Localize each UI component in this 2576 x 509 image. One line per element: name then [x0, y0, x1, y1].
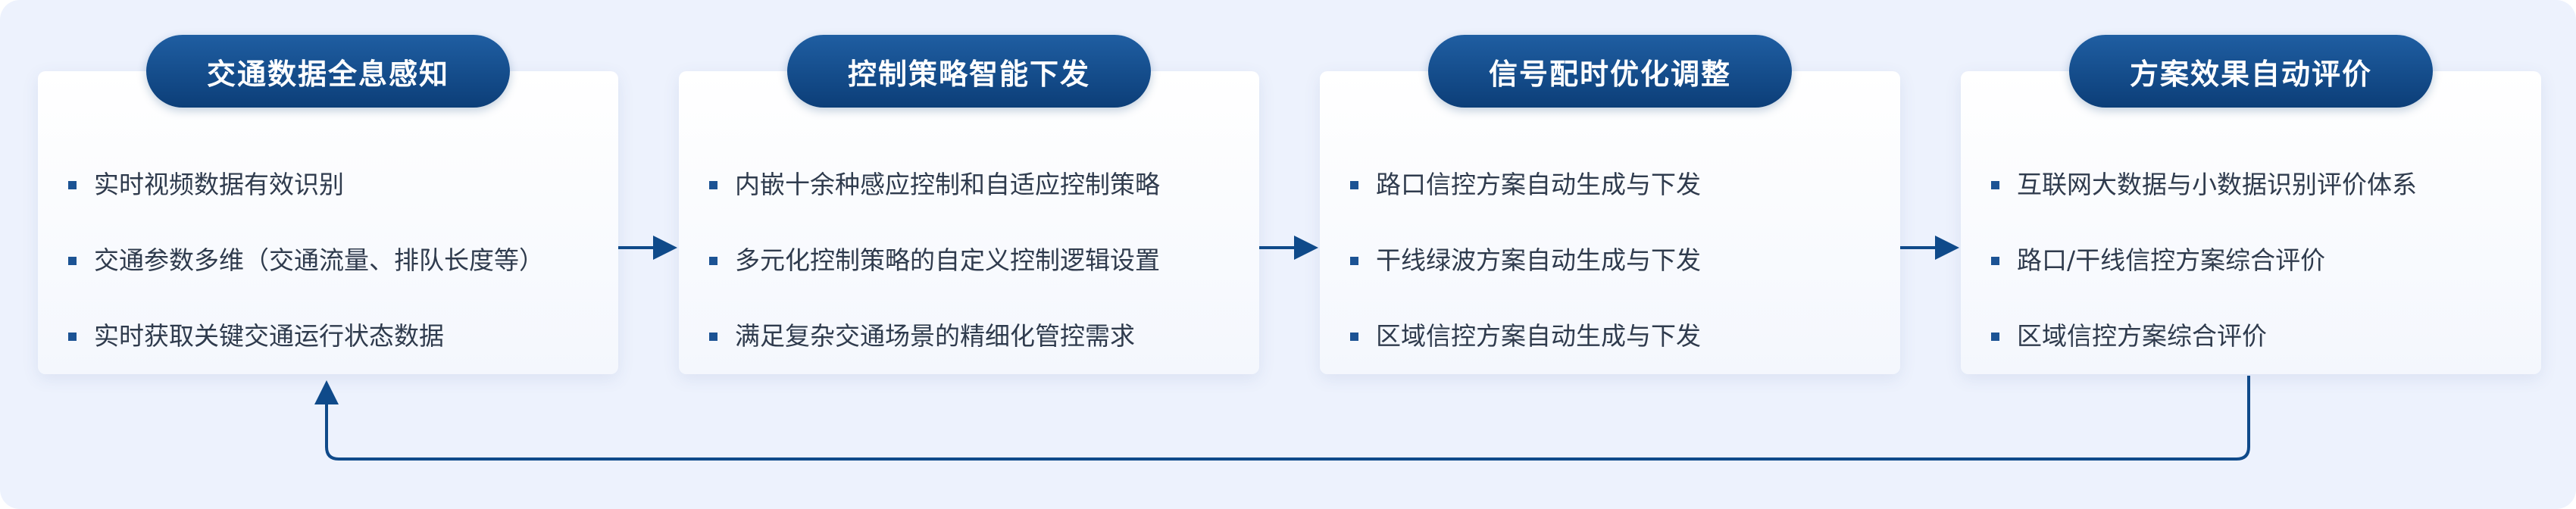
list-item: 路口/干线信控方案综合评价 [1991, 223, 2417, 298]
bullet-square-icon [68, 257, 77, 265]
bullet-square-icon [1991, 181, 1999, 189]
bullet-text: 满足复杂交通场景的精细化管控需求 [735, 321, 1135, 351]
bullet-square-icon [1350, 181, 1358, 189]
stage-bullet-list: 互联网大数据与小数据识别评价体系 路口/干线信控方案综合评价 区域信控方案综合评… [1991, 147, 2417, 374]
bullet-square-icon [709, 333, 717, 341]
list-item: 干线绿波方案自动生成与下发 [1350, 223, 1701, 298]
bullet-text: 区域信控方案综合评价 [2017, 321, 2267, 351]
stage-title-strategy: 控制策略智能下发 [787, 35, 1151, 108]
bullet-text: 区域信控方案自动生成与下发 [1376, 321, 1701, 351]
list-item: 交通参数多维（交通流量、排队长度等） [68, 223, 544, 298]
bullet-square-icon [709, 257, 717, 265]
bullet-square-icon [68, 333, 77, 341]
bullet-text: 实时视频数据有效识别 [94, 170, 344, 199]
list-item: 多元化控制策略的自定义控制逻辑设置 [709, 223, 1160, 298]
feedback-loop-arrow [314, 376, 2250, 461]
stage-bullet-list: 路口信控方案自动生成与下发 干线绿波方案自动生成与下发 区域信控方案自动生成与下… [1350, 147, 1701, 374]
stage-card-strategy: 内嵌十余种感应控制和自适应控制策略 多元化控制策略的自定义控制逻辑设置 满足复杂… [679, 71, 1259, 374]
bullet-square-icon [1991, 333, 1999, 341]
list-item: 区域信控方案综合评价 [1991, 298, 2417, 374]
list-item: 内嵌十余种感应控制和自适应控制策略 [709, 147, 1160, 223]
list-item: 实时视频数据有效识别 [68, 147, 544, 223]
list-item: 互联网大数据与小数据识别评价体系 [1991, 147, 2417, 223]
bullet-text: 路口/干线信控方案综合评价 [2017, 245, 2326, 275]
bullet-text: 路口信控方案自动生成与下发 [1376, 170, 1701, 199]
bullet-text: 内嵌十余种感应控制和自适应控制策略 [735, 170, 1160, 199]
stage-card-timing: 路口信控方案自动生成与下发 干线绿波方案自动生成与下发 区域信控方案自动生成与下… [1320, 71, 1900, 374]
stage-title-perception: 交通数据全息感知 [146, 35, 510, 108]
list-item: 实时获取关键交通运行状态数据 [68, 298, 544, 374]
bullet-square-icon [1350, 333, 1358, 341]
bullet-text: 多元化控制策略的自定义控制逻辑设置 [735, 245, 1160, 275]
list-item: 满足复杂交通场景的精细化管控需求 [709, 298, 1160, 374]
bullet-square-icon [68, 181, 77, 189]
bullet-square-icon [709, 181, 717, 189]
bullet-text: 互联网大数据与小数据识别评价体系 [2017, 170, 2417, 199]
stage-card-perception: 实时视频数据有效识别 交通参数多维（交通流量、排队长度等） 实时获取关键交通运行… [38, 71, 618, 374]
stage-title-evaluation: 方案效果自动评价 [2069, 35, 2433, 108]
list-item: 区域信控方案自动生成与下发 [1350, 298, 1701, 374]
stage-bullet-list: 实时视频数据有效识别 交通参数多维（交通流量、排队长度等） 实时获取关键交通运行… [68, 147, 544, 374]
stage-title-timing: 信号配时优化调整 [1428, 35, 1792, 108]
stage-card-evaluation: 互联网大数据与小数据识别评价体系 路口/干线信控方案综合评价 区域信控方案综合评… [1961, 71, 2541, 374]
bullet-square-icon [1350, 257, 1358, 265]
bullet-square-icon [1991, 257, 1999, 265]
bullet-text: 交通参数多维（交通流量、排队长度等） [94, 245, 544, 275]
bullet-text: 实时获取关键交通运行状态数据 [94, 321, 444, 351]
stage-bullet-list: 内嵌十余种感应控制和自适应控制策略 多元化控制策略的自定义控制逻辑设置 满足复杂… [709, 147, 1160, 374]
list-item: 路口信控方案自动生成与下发 [1350, 147, 1701, 223]
bullet-text: 干线绿波方案自动生成与下发 [1376, 245, 1701, 275]
